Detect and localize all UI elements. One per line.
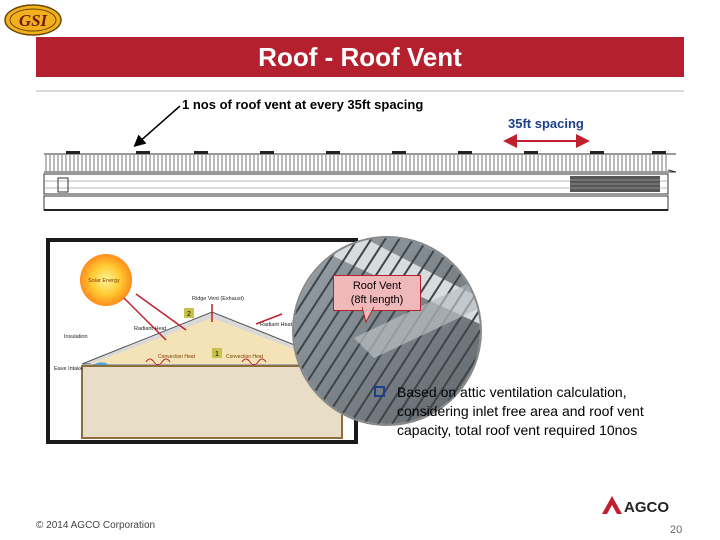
agco-logo-text: AGCO xyxy=(624,499,669,516)
label-solar-energy: Solar Energy xyxy=(88,278,120,284)
label-insulation: Insulation xyxy=(64,334,88,340)
title-bar: Roof - Roof Vent xyxy=(36,37,684,77)
agco-logo: AGCO xyxy=(600,494,674,518)
attic-ventilation-diagram: 2 1 Solar Energy Ridge Vent (Exhaust) Ra… xyxy=(46,238,358,444)
label-convection-right: Convection Heat xyxy=(226,354,264,360)
label-eave-intake: Eave Intake xyxy=(54,366,83,372)
divider xyxy=(36,90,684,92)
label-convection-left: Convection Heat xyxy=(158,354,196,360)
roof-vent-label-line2: (8ft length) xyxy=(350,294,404,306)
gsi-logo: GSI xyxy=(4,4,62,36)
roof-vent-photo xyxy=(292,236,482,426)
roof-vent-label-line1: Roof Vent xyxy=(352,280,402,292)
spacing-label: 35ft spacing xyxy=(508,116,584,131)
copyright: © 2014 AGCO Corporation xyxy=(36,520,156,531)
page-title: Roof - Roof Vent xyxy=(258,41,462,72)
bullet-text: Based on attic ventilation calculation, … xyxy=(397,384,644,438)
label-radiant-heat-left: Radiant Heat xyxy=(134,326,167,332)
gsi-logo-text: GSI xyxy=(19,11,49,30)
bullet-checkbox-icon xyxy=(374,386,385,397)
page-number: 20 xyxy=(670,524,683,536)
label-radiant-heat-right: Radiant Heat xyxy=(260,322,293,328)
building-elevation xyxy=(40,148,680,218)
marker-1: 1 xyxy=(215,351,219,358)
roof-vent-label: Roof Vent (8ft length) xyxy=(333,275,421,311)
marker-2: 2 xyxy=(187,311,191,318)
label-ridge-vent: Ridge Vent (Exhaust) xyxy=(192,296,244,302)
callout-text: 1 nos of roof vent at every 35ft spacing xyxy=(182,97,424,112)
callout-arrow xyxy=(133,105,181,147)
